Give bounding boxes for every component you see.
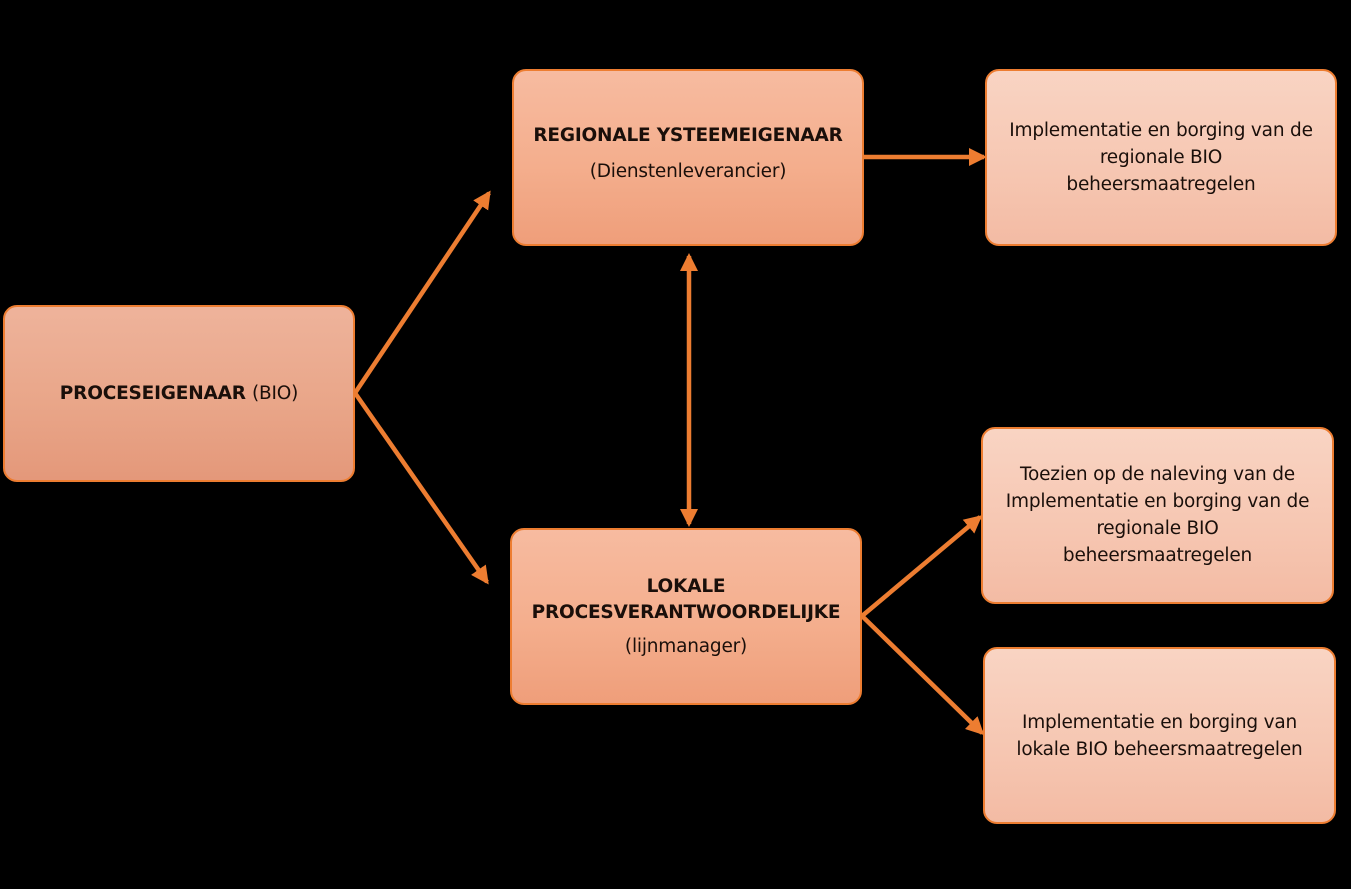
- arrow-process-owner-to-regional: [353, 190, 491, 395]
- node-task-regional-implementation: Implementatie en borging van de regional…: [985, 69, 1337, 246]
- process-owner-title-text: PROCESEIGENAAR: [59, 382, 246, 404]
- task-supervise-compliance-text: Toezien op de naleving van de Implementa…: [1005, 464, 1310, 566]
- node-process-owner: PROCESEIGENAAR (BIO): [3, 305, 355, 482]
- node-task-local-implementation: Implementatie en borging van lokale BIO …: [983, 647, 1336, 824]
- process-owner-subtitle: (BIO): [252, 382, 299, 404]
- arrow-process-owner-to-local: [353, 391, 489, 585]
- task-local-implementation-text: Implementatie en borging van lokale BIO …: [1016, 711, 1303, 760]
- regional-system-owner-title: REGIONALE YSTEEMEIGENAAR: [533, 125, 843, 146]
- arrow-local-to-supervise-task: [860, 515, 983, 618]
- local-process-responsible-title: LOKALE PROCESVERANTWOORDELIJKE: [531, 575, 841, 623]
- node-regional-system-owner: REGIONALE YSTEEMEIGENAAR (Dienstenlevera…: [512, 69, 864, 246]
- node-task-supervise-compliance: Toezien op de naleving van de Implementa…: [981, 427, 1334, 604]
- node-local-process-responsible: LOKALE PROCESVERANTWOORDELIJKE (lijnmana…: [510, 528, 862, 705]
- arrow-local-to-local-task: [860, 614, 985, 736]
- regional-system-owner-subtitle: (Dienstenleverancier): [589, 161, 787, 182]
- process-owner-title: PROCESEIGENAAR (BIO): [59, 381, 299, 407]
- local-process-responsible-subtitle: (lijnmanager): [624, 635, 748, 657]
- task-regional-implementation-text: Implementatie en borging van de regional…: [1009, 120, 1313, 195]
